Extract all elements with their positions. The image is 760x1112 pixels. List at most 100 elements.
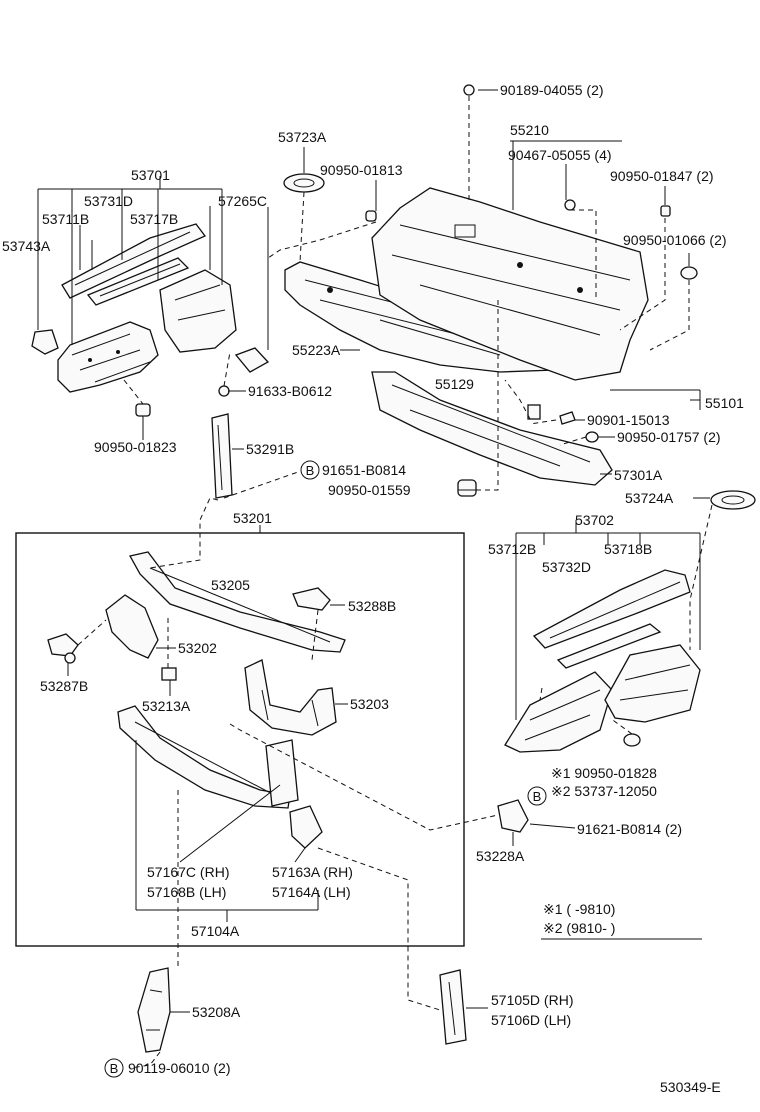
label-57163A: 57163A (RH) bbox=[272, 864, 353, 880]
leader-lines bbox=[37, 89, 710, 1013]
label-53723A: 53723A bbox=[278, 129, 327, 145]
group-frame-53201 bbox=[15, 532, 465, 947]
part-53712B bbox=[504, 671, 613, 753]
part-57163A bbox=[289, 805, 323, 849]
label-53203: 53203 bbox=[350, 696, 389, 712]
label-90950-01559: 90950-01559 bbox=[328, 482, 411, 498]
label-53288B: 53288B bbox=[348, 598, 396, 614]
label-53205: 53205 bbox=[211, 577, 250, 593]
part-90901-15013 bbox=[559, 411, 576, 425]
ref-marker-b-2: B bbox=[527, 786, 547, 806]
label-53724A: 53724A bbox=[625, 490, 674, 506]
part-57265C bbox=[159, 269, 237, 353]
part-53702-bracket bbox=[604, 644, 701, 723]
label-53201: 53201 bbox=[233, 510, 272, 526]
label-53717B: 53717B bbox=[130, 211, 178, 227]
part-91633-B0612 bbox=[218, 385, 230, 397]
label-55129: 55129 bbox=[435, 376, 474, 392]
part-53723A bbox=[283, 173, 325, 193]
label-90467-05055: 90467-05055 (4) bbox=[508, 147, 612, 163]
part-53291B bbox=[211, 413, 233, 499]
label-53743A: 53743A bbox=[2, 238, 51, 254]
part-90950-01828 bbox=[623, 733, 641, 747]
svg-text:B: B bbox=[110, 1061, 119, 1076]
label-90189-04055: 90189-04055 (2) bbox=[500, 82, 604, 98]
part-90950-01823 bbox=[135, 403, 151, 417]
part-55129 bbox=[527, 404, 541, 420]
part-labels: 90189-04055 (2) 55210 90467-05055 (4) 90… bbox=[2, 82, 744, 1095]
label-90950-01847: 90950-01847 (2) bbox=[610, 168, 714, 184]
label-53711B: 53711B bbox=[42, 211, 89, 227]
label-90119-06010: 90119-06010 (2) bbox=[128, 1060, 230, 1076]
label-57105D: 57105D (RH) bbox=[491, 992, 573, 1008]
label-90901-15013: 90901-15013 bbox=[587, 412, 670, 428]
part-90950-01813 bbox=[365, 210, 377, 222]
part-53288B bbox=[292, 587, 331, 611]
ref-marker-b-1: B bbox=[300, 460, 320, 480]
part-90189-04055 bbox=[463, 84, 475, 96]
part-53202 bbox=[105, 594, 159, 659]
part-53718B bbox=[556, 623, 662, 669]
part-53205 bbox=[129, 551, 346, 653]
label-90950-01757: 90950-01757 (2) bbox=[617, 429, 721, 445]
label-90950-01066: 90950-01066 (2) bbox=[623, 232, 727, 248]
label-57301A: 57301A bbox=[614, 467, 663, 483]
ref-marker-b-3: B bbox=[104, 1058, 124, 1078]
label-55210: 55210 bbox=[510, 122, 549, 138]
label-57265C: 57265C bbox=[218, 193, 267, 209]
label-55223A: 55223A bbox=[292, 342, 341, 358]
part-53724A bbox=[710, 490, 756, 510]
label-91621-B0814: 91621-B0814 (2) bbox=[577, 821, 682, 837]
part-90950-01559 bbox=[457, 479, 477, 497]
label-91651-B0814: 91651-B0814 bbox=[322, 462, 406, 478]
svg-text:B: B bbox=[306, 463, 315, 478]
svg-text:B: B bbox=[533, 789, 542, 804]
label-53731D: 53731D bbox=[84, 193, 133, 209]
label-91633-B0612: 91633-B0612 bbox=[248, 383, 332, 399]
diagram-code: 530349-E bbox=[660, 1079, 721, 1095]
note-2: ※2 (9810- ) bbox=[543, 920, 615, 936]
part-53743A-bracket bbox=[31, 329, 59, 355]
label-53202: 53202 bbox=[178, 640, 217, 656]
part-57301A bbox=[371, 371, 613, 486]
label-57168B: 57168B (LH) bbox=[147, 884, 226, 900]
part-90950-01066 bbox=[680, 266, 698, 280]
part-53732D bbox=[532, 569, 691, 649]
part-53717B bbox=[86, 257, 190, 306]
label-57104A: 57104A bbox=[191, 923, 240, 939]
label-53208A: 53208A bbox=[192, 1004, 241, 1020]
label-55101: 55101 bbox=[705, 395, 744, 411]
part-90950-01847 bbox=[660, 205, 671, 217]
label-90950-01813: 90950-01813 bbox=[320, 162, 403, 178]
part-53208A bbox=[137, 967, 171, 1053]
part-53213A bbox=[161, 667, 177, 681]
part-bracket-small bbox=[234, 347, 270, 373]
label-53702: 53702 bbox=[575, 512, 614, 528]
label-53291B: 53291B bbox=[246, 441, 294, 457]
part-53711B bbox=[57, 321, 159, 393]
part-53228A bbox=[497, 799, 529, 833]
label-53287B: 53287B bbox=[40, 678, 88, 694]
label-53228A: 53228A bbox=[476, 848, 525, 864]
label-53732D: 53732D bbox=[542, 559, 591, 575]
part-57167C bbox=[265, 739, 299, 807]
label-57167C: 57167C (RH) bbox=[147, 864, 229, 880]
label-57106D: 57106D (LH) bbox=[491, 1012, 571, 1028]
assembly-dashed-lines bbox=[77, 96, 713, 1069]
label-53701: 53701 bbox=[131, 167, 170, 183]
part-57105D bbox=[439, 969, 467, 1045]
part-53731D bbox=[61, 223, 207, 299]
label-53718B: 53718B bbox=[604, 541, 652, 557]
part-53203 bbox=[244, 659, 337, 736]
part-90950-01757 bbox=[585, 431, 599, 443]
part-53287B bbox=[47, 633, 79, 664]
part-90467-05055 bbox=[564, 199, 576, 211]
note-1: ※1 ( -9810) bbox=[543, 901, 615, 917]
label-53712B: 53712B bbox=[488, 541, 536, 557]
label-90950-01828: ※1 90950-01828 bbox=[551, 765, 657, 781]
part-55210 bbox=[371, 187, 649, 381]
label-53737-12050: ※2 53737-12050 bbox=[551, 783, 657, 799]
label-90950-01823: 90950-01823 bbox=[94, 439, 177, 455]
